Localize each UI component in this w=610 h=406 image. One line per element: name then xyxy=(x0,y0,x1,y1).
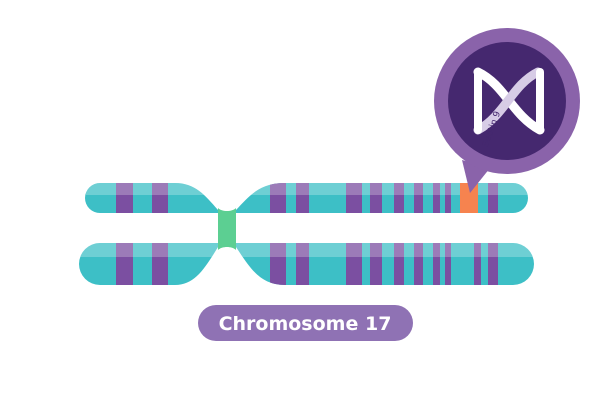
centromere xyxy=(218,208,236,250)
chromosome-band xyxy=(414,183,423,213)
chromosome-band xyxy=(296,183,309,213)
chromosome-band xyxy=(346,183,362,213)
chromosome-band xyxy=(370,243,382,285)
bands-right-bottom xyxy=(270,243,498,285)
chromosome-band xyxy=(116,243,133,285)
bands-right-top xyxy=(270,183,498,213)
chromosome-band xyxy=(270,183,286,213)
right-bottom-arm xyxy=(236,243,534,285)
chromosome-band xyxy=(152,183,168,213)
chromosome-band xyxy=(116,183,133,213)
chromosome-band xyxy=(488,183,498,213)
chromosome-label: Chromosome 17 xyxy=(198,305,413,341)
chromosome-band xyxy=(414,243,423,285)
gene-locus-band xyxy=(460,183,478,213)
chromosome-band xyxy=(296,243,309,285)
chromosome-band xyxy=(370,183,382,213)
chromosome-band xyxy=(346,243,362,285)
chromosome-band xyxy=(445,183,451,213)
chromosome-band xyxy=(394,183,404,213)
left-bottom-arm xyxy=(79,243,218,285)
chromosome-band xyxy=(270,243,286,285)
chromosome-band xyxy=(488,243,498,285)
septin-logo-icon xyxy=(473,67,545,135)
bands-left-top xyxy=(116,183,168,213)
chromosome-left-arms xyxy=(79,183,218,285)
chromosome-band xyxy=(445,243,451,285)
chromosome-band xyxy=(474,243,481,285)
chromosome-band xyxy=(394,243,404,285)
arm-highlights xyxy=(80,183,534,257)
bands-left-bottom xyxy=(116,243,168,285)
chromosome-band xyxy=(433,183,440,213)
chromosome-label-text: Chromosome 17 xyxy=(219,313,392,335)
chromosome-label-pill xyxy=(198,305,413,341)
gene-callout-badge: Septin 9 xyxy=(434,28,580,193)
chromosome-band xyxy=(152,243,168,285)
chromosome-band xyxy=(433,243,440,285)
